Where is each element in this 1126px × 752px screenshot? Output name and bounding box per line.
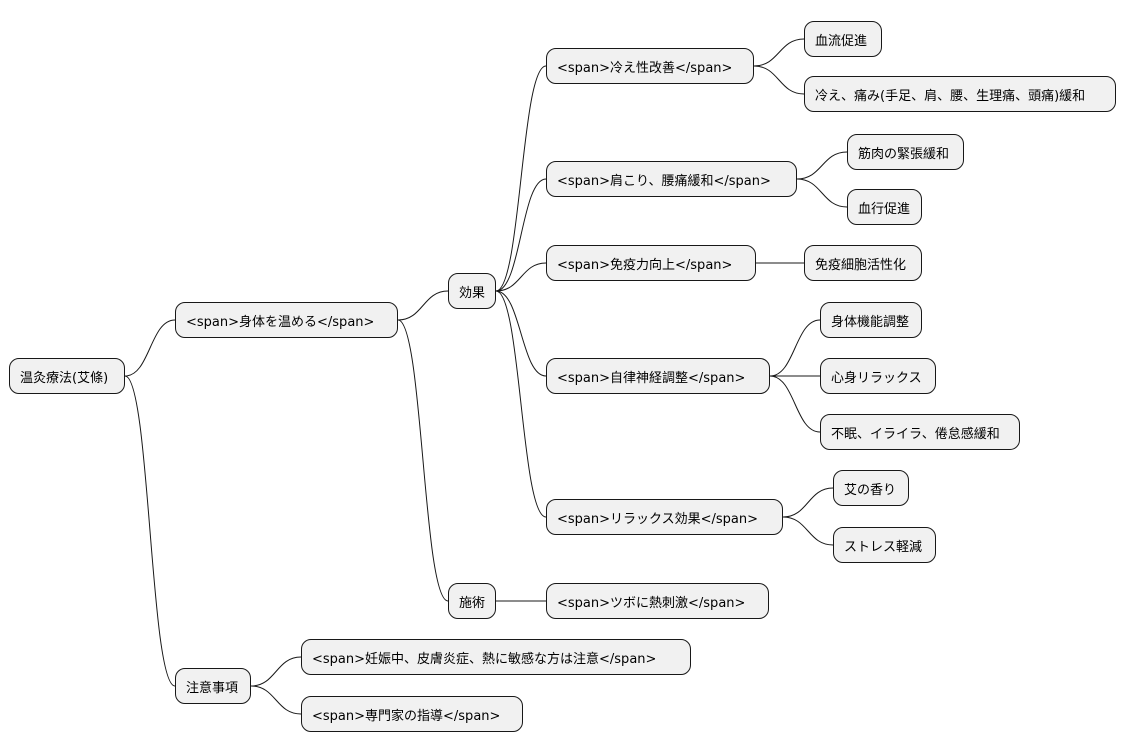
link-caution-pregnant (250, 656, 302, 687)
link-effects-chill (495, 65, 547, 292)
node-immune: <span>免疫力向上</span> (546, 245, 756, 281)
root-node: 温灸療法(艾條) (9, 358, 125, 394)
node-treatment: 施術 (448, 583, 496, 619)
link-relax-stress (782, 516, 834, 546)
link-chill-pain (753, 65, 805, 95)
link-autonomic-body (769, 319, 821, 377)
link-effects-relax (495, 290, 547, 518)
leaf-autonomic-body: 身体機能調整 (820, 302, 922, 338)
leaf-chill-pain: 冷え、痛み(手足、肩、腰、生理痛、頭痛)緩和 (804, 76, 1116, 112)
node-autonomic: <span>自律神経調整</span> (546, 358, 770, 394)
leaf-autonomic-sleep: 不眠、イライラ、倦怠感緩和 (820, 414, 1020, 450)
node-chill: <span>冷え性改善</span> (546, 48, 754, 84)
leaf-shoulder-muscle: 筋肉の緊張緩和 (847, 134, 964, 170)
link-warm-treatment (397, 319, 449, 602)
link-autonomic-sleep (769, 375, 821, 433)
node-acupoint: <span>ツボに熱刺激</span> (546, 583, 769, 619)
leaf-caution-pregnant: <span>妊娠中、皮膚炎症、熱に敏感な方は注意</span> (301, 639, 691, 675)
leaf-chill-blood: 血流促進 (804, 21, 882, 57)
link-shoulder-blood (796, 178, 848, 208)
leaf-autonomic-relax: 心身リラックス (820, 358, 936, 394)
node-caution: 注意事項 (175, 668, 251, 704)
leaf-caution-expert: <span>専門家の指導</span> (301, 696, 523, 732)
link-relax-aroma (782, 487, 834, 518)
link-chill-blood (753, 38, 805, 67)
link-shoulder-muscle (796, 151, 848, 180)
leaf-shoulder-blood: 血行促進 (847, 189, 922, 225)
node-relax: <span>リラックス効果</span> (546, 499, 783, 535)
node-shoulder: <span>肩こり、腰痛緩和</span> (546, 161, 797, 197)
leaf-relax-aroma: 艾の香り (833, 470, 909, 506)
link-effects-immune (495, 262, 547, 292)
leaf-relax-stress: ストレス軽減 (833, 527, 936, 563)
node-effects: 効果 (448, 273, 496, 309)
link-effects-shoulder (495, 178, 547, 292)
link-caution-expert (250, 685, 302, 715)
link-effects-autonomic (495, 290, 547, 377)
link-root-warm (124, 319, 176, 377)
leaf-immune-cells: 免疫細胞活性化 (804, 245, 922, 281)
link-warm-effects (397, 290, 449, 321)
node-warm-body: <span>身体を温める</span> (175, 302, 398, 338)
link-root-caution (124, 375, 176, 687)
